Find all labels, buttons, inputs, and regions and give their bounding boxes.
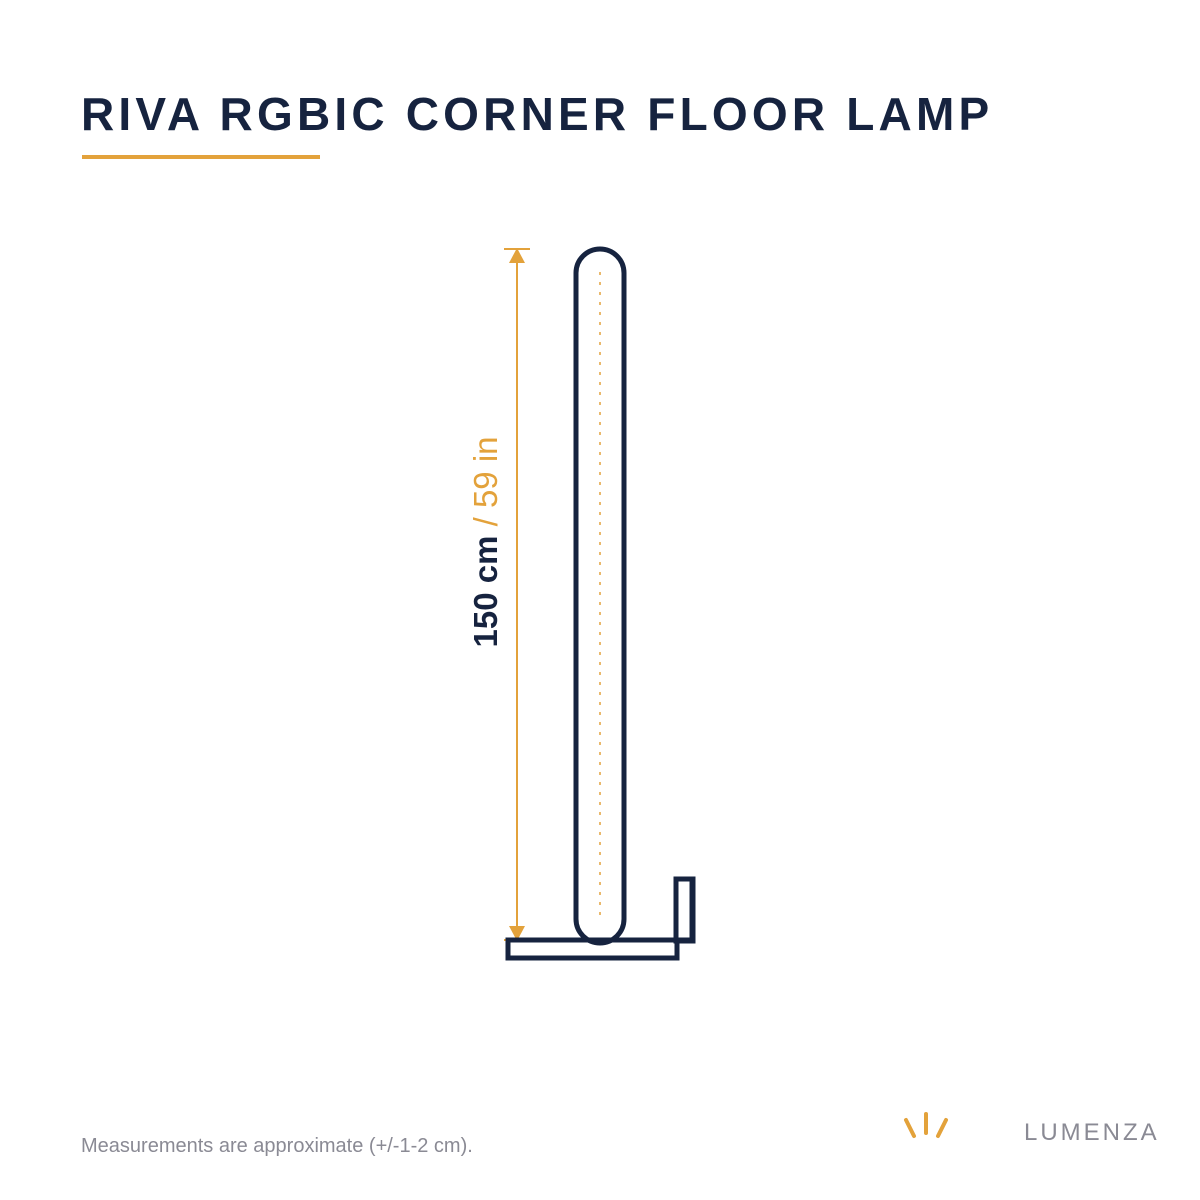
- measurement-disclaimer: Measurements are approximate (+/-1-2 cm)…: [81, 1135, 473, 1157]
- lamp-base: [505, 876, 696, 961]
- title-underline: [82, 155, 320, 159]
- page-title: RIVA RGBIC CORNER FLOOR LAMP: [81, 88, 994, 140]
- height-dimension-line: [504, 248, 530, 941]
- lamp-pole-outline: [573, 246, 627, 946]
- lamp-base-plate: [505, 937, 680, 961]
- lamp-pole: [573, 246, 627, 946]
- light-rays-icon: [904, 1112, 948, 1138]
- height-metric-value: 150 cm: [467, 535, 504, 648]
- dimension-arrow-bottom: [509, 926, 525, 941]
- height-label: 150 cm / 59 in: [467, 436, 504, 648]
- brand-logo-text: LUMENZA: [1024, 1119, 1160, 1146]
- lamp-base-bracket: [673, 876, 696, 944]
- dimension-arrow-top: [509, 248, 525, 263]
- height-imperial-value: / 59 in: [467, 436, 504, 527]
